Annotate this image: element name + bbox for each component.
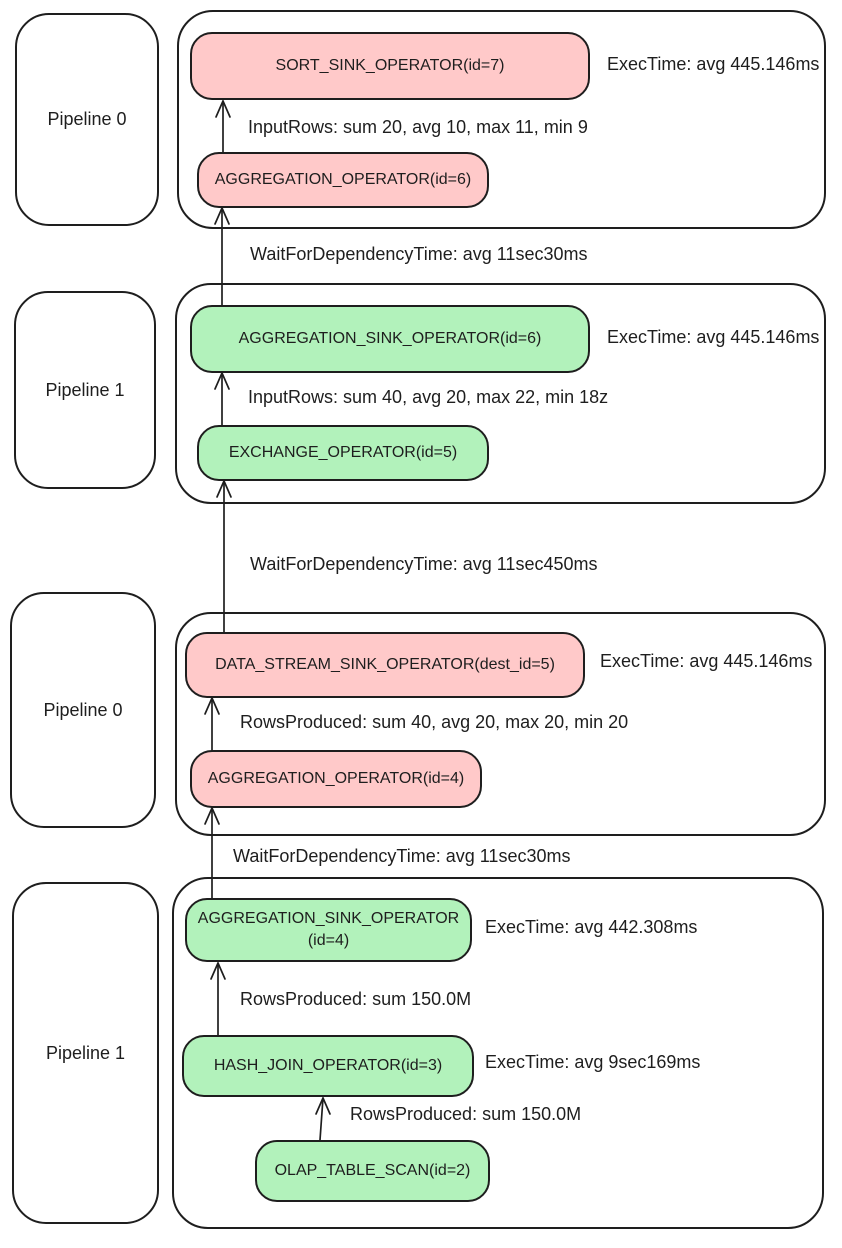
exec-time-label: ExecTime: avg 9sec169ms [485, 1052, 701, 1072]
operator-node-aggregation: AGGREGATION_OPERATOR(id=6) [197, 152, 489, 208]
pipeline-group-box [175, 612, 826, 836]
operator-label: HASH_JOIN_OPERATOR(id=3) [213, 1057, 443, 1075]
exec-time-label: ExecTime: avg 445.146ms [607, 327, 820, 347]
operator-node-hash-join: HASH_JOIN_OPERATOR(id=3) [182, 1035, 474, 1097]
pipeline-group-box [175, 283, 826, 504]
pipeline-label-text: Pipeline 0 [47, 109, 127, 129]
operator-node-aggregation: AGGREGATION_OPERATOR(id=4) [190, 750, 482, 808]
wait-dependency-label: WaitForDependencyTime: avg 11sec30ms [250, 244, 588, 264]
edge-metric-label: InputRows: sum 40, avg 20, max 22, min 1… [248, 387, 609, 407]
pipeline-label-text: Pipeline 1 [45, 1042, 126, 1063]
operator-node-sort-sink: SORT_SINK_OPERATOR(id=7) [190, 32, 590, 100]
operator-node-aggregation-sink: AGGREGATION_SINK_OPERATOR (id=4) [185, 898, 472, 962]
operator-label: DATA_STREAM_SINK_OPERATOR(dest_id=5) [215, 656, 555, 674]
operator-node-data-stream-sink: DATA_STREAM_SINK_OPERATOR(dest_id=5) [185, 632, 585, 698]
pipeline-group-box [177, 10, 826, 229]
exec-time-label: ExecTime: avg 445.146ms [607, 54, 820, 74]
pipeline-label-text: Pipeline 0 [43, 699, 123, 720]
operator-label: AGGREGATION_OPERATOR(id=6) [214, 171, 472, 189]
wait-dependency-label: WaitForDependencyTime: avg 11sec30ms [233, 846, 571, 866]
edge-metric-label: RowsProduced: sum 40, avg 20, max 20, mi… [240, 712, 629, 732]
operator-node-olap-table-scan: OLAP_TABLE_SCAN(id=2) [255, 1140, 490, 1202]
pipeline-label-box: Pipeline 0 [15, 13, 159, 226]
operator-label: AGGREGATION_SINK_OPERATOR (id=4) [197, 910, 460, 949]
exec-time-label: ExecTime: avg 445.146ms [600, 651, 813, 671]
pipeline-label-box: Pipeline 1 [12, 882, 159, 1224]
wait-dependency-label: WaitForDependencyTime: avg 11sec450ms [250, 554, 598, 574]
edge-metric-label: InputRows: sum 20, avg 10, max 11, min 9 [248, 117, 588, 137]
edge-metric-label: RowsProduced: sum 150.0M [350, 1104, 582, 1124]
pipeline-group-box [172, 877, 824, 1229]
pipeline-label-box: Pipeline 1 [14, 291, 156, 489]
operator-label: AGGREGATION_SINK_OPERATOR(id=6) [238, 330, 542, 348]
operator-label: OLAP_TABLE_SCAN(id=2) [274, 1162, 471, 1180]
edge-metric-label: RowsProduced: sum 150.0M [240, 989, 472, 1009]
operator-label: AGGREGATION_OPERATOR(id=4) [207, 770, 465, 788]
operator-label: SORT_SINK_OPERATOR(id=7) [275, 57, 505, 75]
pipeline-label-text: Pipeline 1 [45, 379, 125, 400]
operator-label: EXCHANGE_OPERATOR(id=5) [228, 444, 458, 462]
operator-node-exchange: EXCHANGE_OPERATOR(id=5) [197, 425, 489, 481]
operator-node-aggregation-sink: AGGREGATION_SINK_OPERATOR(id=6) [190, 305, 590, 373]
pipeline-label-box: Pipeline 0 [10, 592, 156, 828]
exec-time-label: ExecTime: avg 442.308ms [485, 917, 698, 937]
